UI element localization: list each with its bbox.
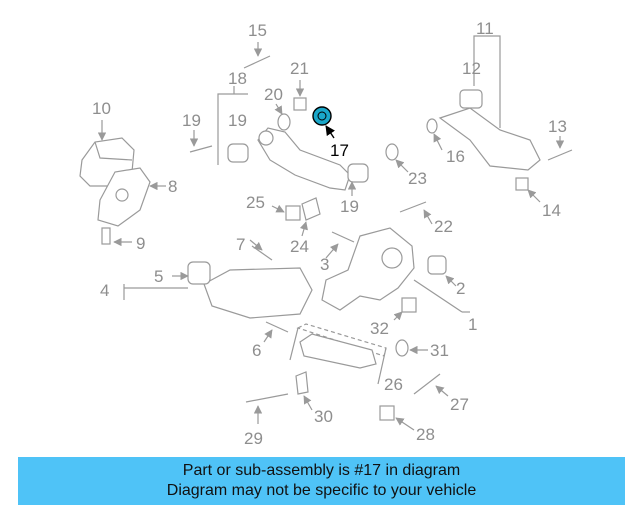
callout-22: 21 xyxy=(290,59,309,78)
callout-12: 12 xyxy=(462,59,481,78)
callout-4: 4 xyxy=(100,281,109,300)
part-14-nut xyxy=(515,177,541,203)
callout-16: 16 xyxy=(446,147,465,166)
callout-27: 26 xyxy=(384,375,403,394)
part-23-bolt xyxy=(399,201,433,225)
part-7-bolt xyxy=(249,239,273,261)
banner-line-2: Diagram may not be specific to your vehi… xyxy=(166,482,477,499)
callout-19a: 19 xyxy=(228,111,247,130)
callout-5: 5 xyxy=(154,267,163,286)
callout-19b: 19 xyxy=(340,197,359,216)
part-6-bolt xyxy=(263,321,289,343)
callout-8: 8 xyxy=(168,177,177,196)
callout-31: 30 xyxy=(314,407,333,426)
callout-26: 25 xyxy=(246,193,265,212)
part-28-bolt xyxy=(413,373,449,397)
callout-1: 1 xyxy=(468,315,477,334)
callout-7: 7 xyxy=(236,235,245,254)
part-2-bushing xyxy=(427,255,457,287)
part-20-bolt xyxy=(189,130,213,153)
part-21-washer xyxy=(274,103,291,131)
callout-3: 3 xyxy=(320,255,329,274)
callout-11: 11 xyxy=(476,19,494,38)
part-9-bolt xyxy=(101,227,132,247)
part-11-lower-arm xyxy=(438,35,541,171)
callout-28: 27 xyxy=(450,395,469,414)
callout-9: 9 xyxy=(136,234,145,253)
parts-diagram: 10 8 9 15 18 19 19 19 xyxy=(79,19,573,448)
part-13-bolt xyxy=(547,136,573,161)
part-17-nut-highlighted xyxy=(312,106,335,139)
info-banner: Part or sub-assembly is #17 in diagram D… xyxy=(18,457,625,505)
callout-2: 2 xyxy=(456,279,465,298)
callout-29: 28 xyxy=(416,425,435,444)
part-8-bracket xyxy=(97,167,166,227)
part-31-bracket xyxy=(295,371,313,411)
part-33-nut xyxy=(393,297,417,321)
callout-13: 13 xyxy=(548,117,567,136)
part-18-upper-arm xyxy=(217,86,351,191)
callout-21: 20 xyxy=(264,85,283,104)
part-1-knuckle xyxy=(321,227,470,313)
callout-10: 10 xyxy=(92,99,111,118)
part-16-washer xyxy=(426,118,443,151)
callout-23: 22 xyxy=(434,217,453,236)
part-24-washer xyxy=(385,143,409,173)
callout-20: 19 xyxy=(182,111,201,130)
part-15-bolt xyxy=(243,42,271,69)
callout-6: 6 xyxy=(252,341,261,360)
part-26-nut xyxy=(271,204,301,221)
part-19-bushing-right xyxy=(347,163,369,196)
banner-line-1: Part or sub-assembly is #17 in diagram xyxy=(182,462,461,479)
callout-18: 18 xyxy=(228,69,247,88)
part-3-bolt xyxy=(325,231,355,259)
callout-30: 29 xyxy=(244,429,263,448)
callout-14: 14 xyxy=(542,201,561,220)
part-30-bolt xyxy=(245,393,289,424)
callout-17: 17 xyxy=(330,141,349,160)
part-19-bushing-left xyxy=(227,143,249,163)
callout-24: 23 xyxy=(408,169,427,188)
part-29-nut xyxy=(379,405,415,431)
part-32-washer xyxy=(395,339,428,357)
part-22-nut xyxy=(293,80,307,111)
callout-33: 32 xyxy=(370,319,389,338)
callout-25: 24 xyxy=(290,237,309,256)
part-25-clip xyxy=(299,197,321,237)
callout-15: 15 xyxy=(248,21,267,40)
part-27-lateral-link xyxy=(289,323,387,385)
callout-32: 31 xyxy=(430,341,449,360)
part-4-trailing-arm xyxy=(123,261,313,319)
